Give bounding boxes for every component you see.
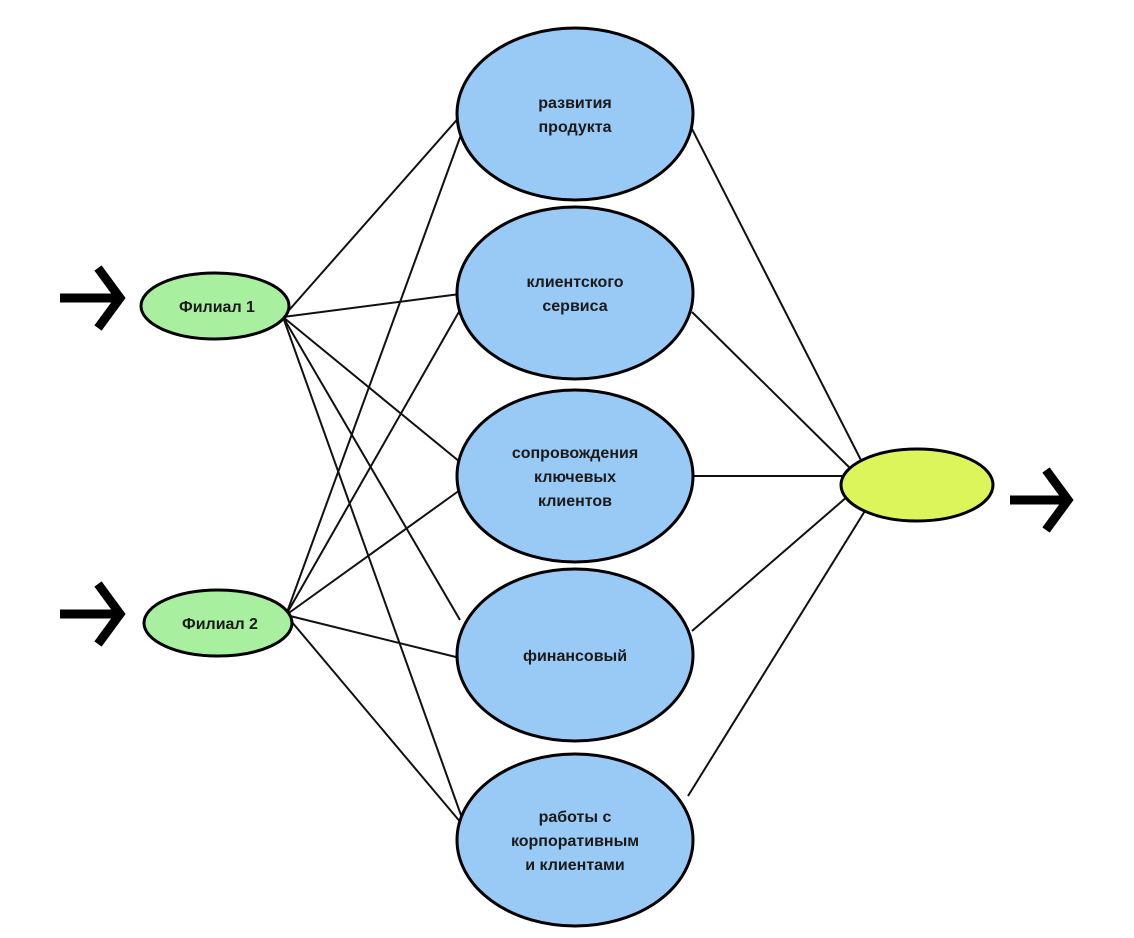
department-label-line: работы с — [539, 809, 612, 826]
department-label-line: ключевых — [534, 469, 616, 486]
department-label-line: продукта — [539, 119, 612, 136]
department-label-line: сопровождения — [512, 445, 638, 462]
edge-d1-output — [689, 124, 867, 471]
edge-d5-output — [687, 505, 869, 797]
department-node: развития продукта — [455, 26, 695, 202]
department-ellipse — [455, 567, 695, 743]
department-node: сопровождения ключевых клиентов — [455, 388, 695, 564]
department-label-line: клиентов — [538, 493, 612, 510]
arrow-head — [1042, 467, 1074, 533]
input-arrow-icon — [60, 265, 126, 331]
connection-lines — [282, 113, 869, 825]
output-arrow-icon — [1010, 467, 1074, 533]
department-label-line: сервиса — [542, 298, 607, 315]
department-ellipse — [455, 388, 695, 564]
edge-b1-d4 — [282, 316, 461, 621]
department-label-line: развития — [538, 95, 612, 112]
department-label-line: и клиентами — [525, 857, 624, 874]
edge-b2-d2 — [285, 309, 461, 616]
diagram-nodes: Филиал 1 Филиал 2 развития продукта клиентск… — [139, 26, 995, 928]
edge-b2-d4 — [285, 614, 461, 659]
edge-b2-d5 — [285, 614, 463, 825]
edge-b2-d1 — [285, 131, 463, 616]
output-node — [839, 447, 995, 523]
arrow-head — [94, 581, 126, 647]
department-label-line: клиентского — [526, 274, 623, 291]
edge-b1-d2 — [282, 293, 461, 318]
department-label-line: корпоративным — [511, 833, 639, 850]
branch-label: Филиал 2 — [182, 616, 258, 633]
edge-b1-d5 — [282, 316, 463, 819]
department-node: работы с корпоративным и клиентами — [455, 752, 695, 928]
input-arrow-icon — [60, 581, 126, 647]
department-node: клиентского сервиса — [455, 205, 695, 381]
edge-d4-output — [691, 495, 849, 632]
arrow-head — [94, 265, 126, 331]
branch-ellipse — [139, 271, 291, 341]
branch-node: Филиал 2 — [142, 588, 294, 658]
branch-ellipse — [142, 588, 294, 658]
department-label-line: финансовый — [523, 648, 627, 665]
department-ellipse — [455, 26, 695, 202]
department-node: финансовый — [455, 567, 695, 743]
department-ellipse — [455, 205, 695, 381]
edge-b1-d3 — [282, 316, 461, 463]
flow-arrows — [60, 265, 1074, 647]
edge-d2-output — [691, 311, 857, 475]
department-ellipse — [455, 752, 695, 928]
edge-b2-d3 — [285, 489, 461, 616]
branch-node: Филиал 1 — [139, 271, 291, 341]
branch-label: Филиал 1 — [179, 299, 255, 316]
edge-b1-d1 — [282, 113, 463, 318]
